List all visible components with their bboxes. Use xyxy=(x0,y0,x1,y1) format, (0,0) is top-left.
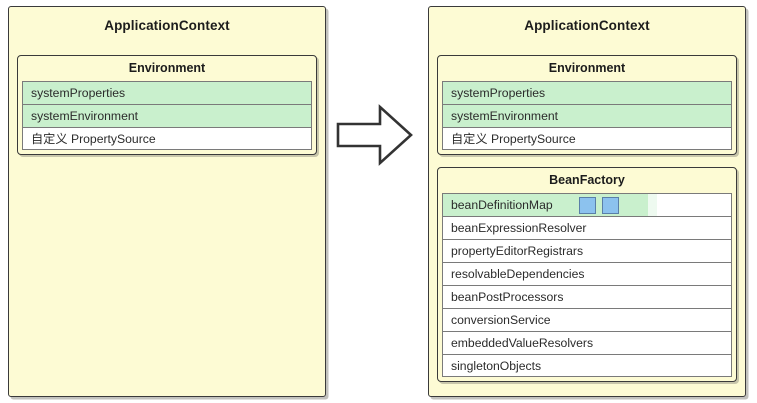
environment-row-list-left: systemProperties systemEnvironment 自定义 Pro… xyxy=(18,81,316,154)
bean-factory-row-list: beanDefinitionMap beanExpressionResolver p… xyxy=(438,193,736,381)
bean-factory-row: beanPostProcessors xyxy=(442,285,732,308)
bean-factory-box: BeanFactory beanDefinitionMap beanExpress… xyxy=(437,167,737,382)
bean-factory-row: beanExpressionResolver xyxy=(442,216,732,239)
bean-factory-row-label: resolvableDependencies xyxy=(451,267,585,281)
environment-left-row-label: 自定义 PropertySource xyxy=(31,132,156,146)
right-block-arrow-icon xyxy=(336,104,413,166)
environment-right-row: systemProperties xyxy=(442,81,732,104)
environment-right-row-label: systemEnvironment xyxy=(451,109,559,123)
bean-factory-row: embeddedValueResolvers xyxy=(442,331,732,354)
bean-factory-row-label: beanExpressionResolver xyxy=(451,221,587,235)
panel-title-right: ApplicationContext xyxy=(524,18,650,33)
environment-right-row-label: systemProperties xyxy=(451,86,546,100)
environment-right-row: 自定义 PropertySource xyxy=(442,127,732,150)
bean-factory-row: resolvableDependencies xyxy=(442,262,732,285)
environment-title-left: Environment xyxy=(128,61,206,75)
environment-row-list-right: systemProperties systemEnvironment 自定义 Pro… xyxy=(438,81,736,154)
bean-factory-row-label: embeddedValueResolvers xyxy=(451,336,594,350)
environment-left-row: systemProperties xyxy=(22,81,312,104)
environment-right-row: systemEnvironment xyxy=(442,104,732,127)
environment-left-row-label: systemEnvironment xyxy=(31,109,139,123)
bean-factory-row-label: beanDefinitionMap xyxy=(451,198,553,212)
bean-factory-row: propertyEditorRegistrars xyxy=(442,239,732,262)
bean-factory-row-label: singletonObjects xyxy=(451,359,542,373)
bean-factory-row: conversionService xyxy=(442,308,732,331)
environment-right-row-label: 自定义 PropertySource xyxy=(451,132,576,146)
panel-title-left: ApplicationContext xyxy=(104,18,230,33)
bean-factory-row: beanDefinitionMap xyxy=(442,193,732,216)
environment-left-row: 自定义 PropertySource xyxy=(22,127,312,150)
application-context-panel-before: ApplicationContext Environment systemPro… xyxy=(8,6,326,397)
application-context-panel-after: ApplicationContext Environment systemPro… xyxy=(428,6,746,397)
bean-factory-row-label: conversionService xyxy=(451,313,551,327)
bean-definition-marker-group xyxy=(579,197,619,214)
bean-definition-marker-square xyxy=(579,197,596,214)
flow-arrow xyxy=(336,104,414,166)
bean-factory-row: singletonObjects xyxy=(442,354,732,377)
environment-box-right: Environment systemProperties systemEnviro… xyxy=(437,55,737,155)
bean-definition-marker-square xyxy=(602,197,619,214)
environment-left-row-label: systemProperties xyxy=(31,86,126,100)
bean-factory-title: BeanFactory xyxy=(549,173,625,187)
environment-left-row: systemEnvironment xyxy=(22,104,312,127)
bean-factory-row-label: propertyEditorRegistrars xyxy=(451,244,584,258)
environment-title-right: Environment xyxy=(548,61,626,75)
bean-factory-row-label: beanPostProcessors xyxy=(451,290,564,304)
environment-box-left: Environment systemProperties systemEnviro… xyxy=(17,55,317,155)
